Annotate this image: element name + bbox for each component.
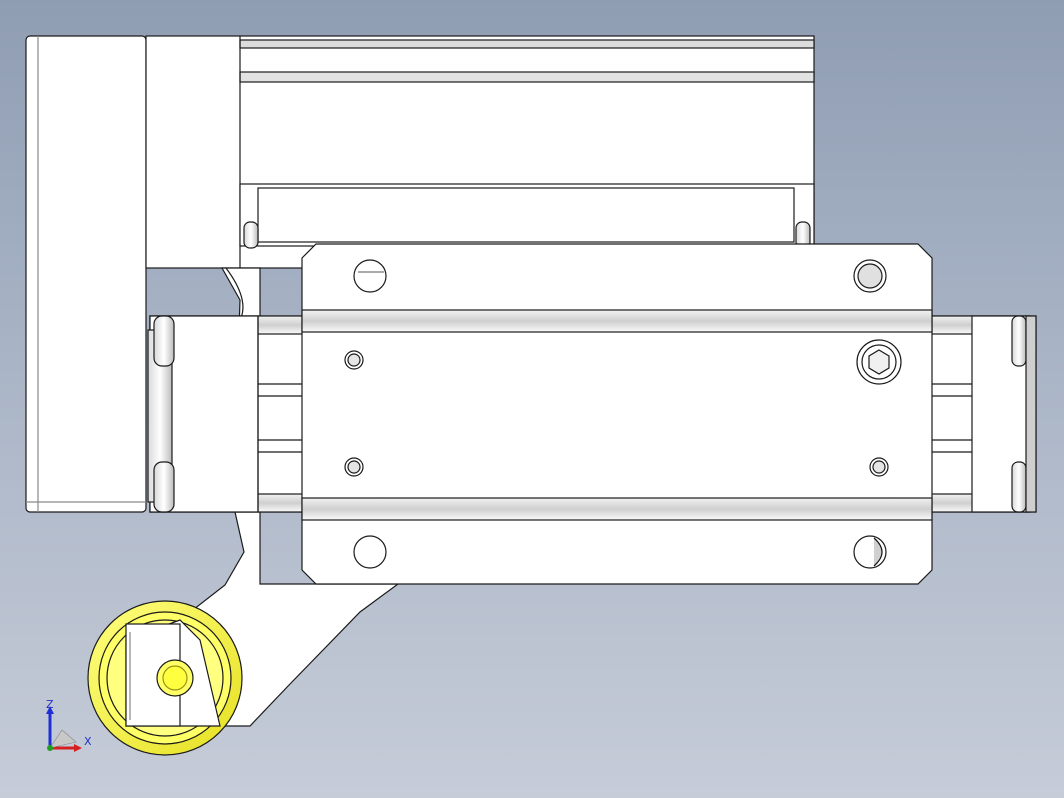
triad-z-label: Z — [46, 698, 54, 711]
coordinate-triad — [46, 706, 82, 752]
left-vertical-plate — [25, 35, 147, 513]
triad-x-label: X — [84, 735, 92, 748]
mount-hole — [353, 259, 387, 293]
caster-wheel — [87, 600, 243, 756]
mount-hole — [353, 535, 387, 569]
socket-head-screw — [856, 339, 902, 385]
carriage-plate — [301, 243, 933, 585]
